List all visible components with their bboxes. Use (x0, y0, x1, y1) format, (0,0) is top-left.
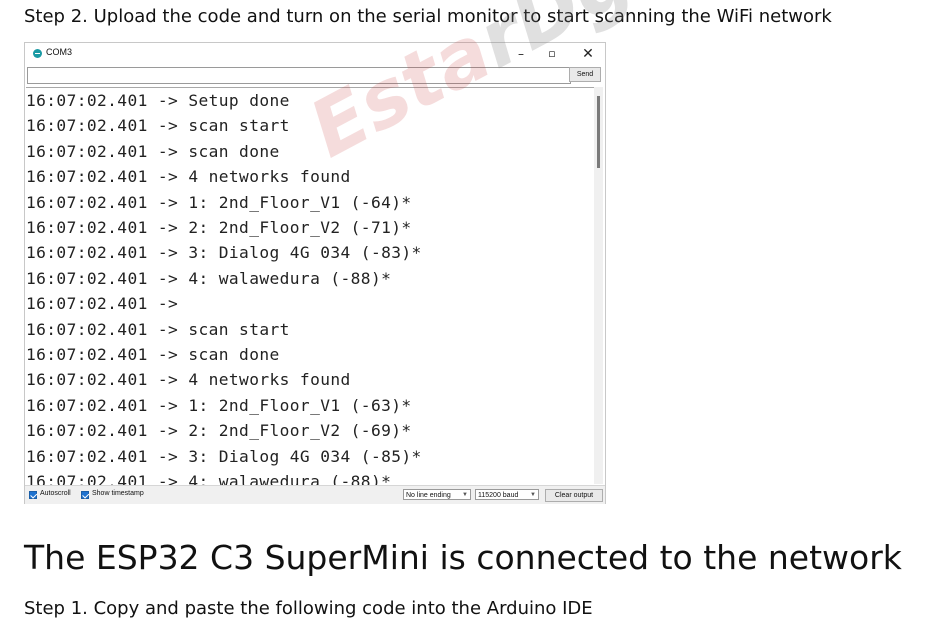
serial-output-line: 16:07:02.401 -> 3: Dialog 4G 034 (-85)* (26, 446, 422, 466)
serial-output-line: 16:07:02.401 -> 1: 2nd_Floor_V1 (-64)* (26, 192, 412, 212)
maximize-button[interactable]: ▫ (548, 47, 556, 60)
status-bar: Autoscroll Show timestamp No line ending… (25, 485, 605, 504)
arduino-app-icon (33, 49, 42, 58)
section-heading: The ESP32 C3 SuperMini is connected to t… (24, 538, 902, 577)
serial-output-line: 16:07:02.401 -> (26, 294, 179, 314)
window-title: COM3 (46, 47, 73, 57)
serial-monitor-window: COM3 – ▫ ✕ Send 16:07:02.401 -> Setup do… (24, 42, 606, 504)
scrollbar-thumb[interactable] (597, 96, 600, 168)
serial-output-line: 16:07:02.401 -> 4 networks found (26, 370, 351, 390)
chevron-down-icon: ▼ (530, 492, 536, 498)
serial-output-line: 16:07:02.401 -> scan start (26, 116, 290, 136)
baud-rate-value: 115200 baud (478, 492, 519, 499)
serial-output-line: 16:07:02.401 -> 4: walawedura (-88)* (26, 268, 392, 288)
serial-output-line: 16:07:02.401 -> 2: 2nd_Floor_V2 (-71)* (26, 218, 412, 237)
send-button[interactable]: Send (569, 67, 601, 82)
step2-caption: Step 2. Upload the code and turn on the … (24, 6, 832, 27)
serial-output-line: 16:07:02.401 -> Setup done (26, 91, 290, 110)
line-ending-select[interactable]: No line ending ▼ (403, 489, 471, 500)
serial-output-line: 16:07:02.401 -> scan done (26, 141, 280, 161)
serial-output-line: 16:07:02.401 -> 3: Dialog 4G 034 (-83)* (26, 243, 422, 263)
serial-output-line: 16:07:02.401 -> 1: 2nd_Floor_V1 (-63)* (26, 395, 412, 415)
autoscroll-label: Autoscroll (40, 490, 71, 497)
chevron-down-icon: ▼ (462, 492, 468, 498)
step1-caption: Step 1. Copy and paste the following cod… (24, 598, 593, 619)
serial-output-line: 16:07:02.401 -> scan done (26, 345, 280, 364)
serial-output-line: 16:07:02.401 -> 4: walawedura (-88)* (26, 472, 392, 485)
close-button[interactable]: ✕ (582, 46, 594, 62)
serial-output-line: 16:07:02.401 -> scan start (26, 319, 290, 339)
minimize-button[interactable]: – (518, 47, 524, 61)
serial-output-line: 16:07:02.401 -> 2: 2nd_Floor_V2 (-69)* (26, 421, 412, 441)
line-ending-value: No line ending (406, 492, 451, 499)
show-timestamp-label: Show timestamp (92, 490, 144, 497)
title-bar: COM3 – ▫ ✕ (25, 43, 605, 65)
vertical-scrollbar[interactable] (594, 87, 603, 484)
clear-output-button[interactable]: Clear output (545, 489, 603, 502)
show-timestamp-checkbox[interactable] (81, 491, 89, 499)
serial-send-input[interactable] (27, 67, 571, 84)
send-row: Send (27, 67, 601, 84)
autoscroll-checkbox[interactable] (29, 491, 37, 499)
baud-rate-select[interactable]: 115200 baud ▼ (475, 489, 539, 500)
serial-output[interactable]: 16:07:02.401 -> Setup done 16:07:02.401 -… (26, 87, 594, 485)
serial-output-line: 16:07:02.401 -> 4 networks found (26, 167, 351, 187)
